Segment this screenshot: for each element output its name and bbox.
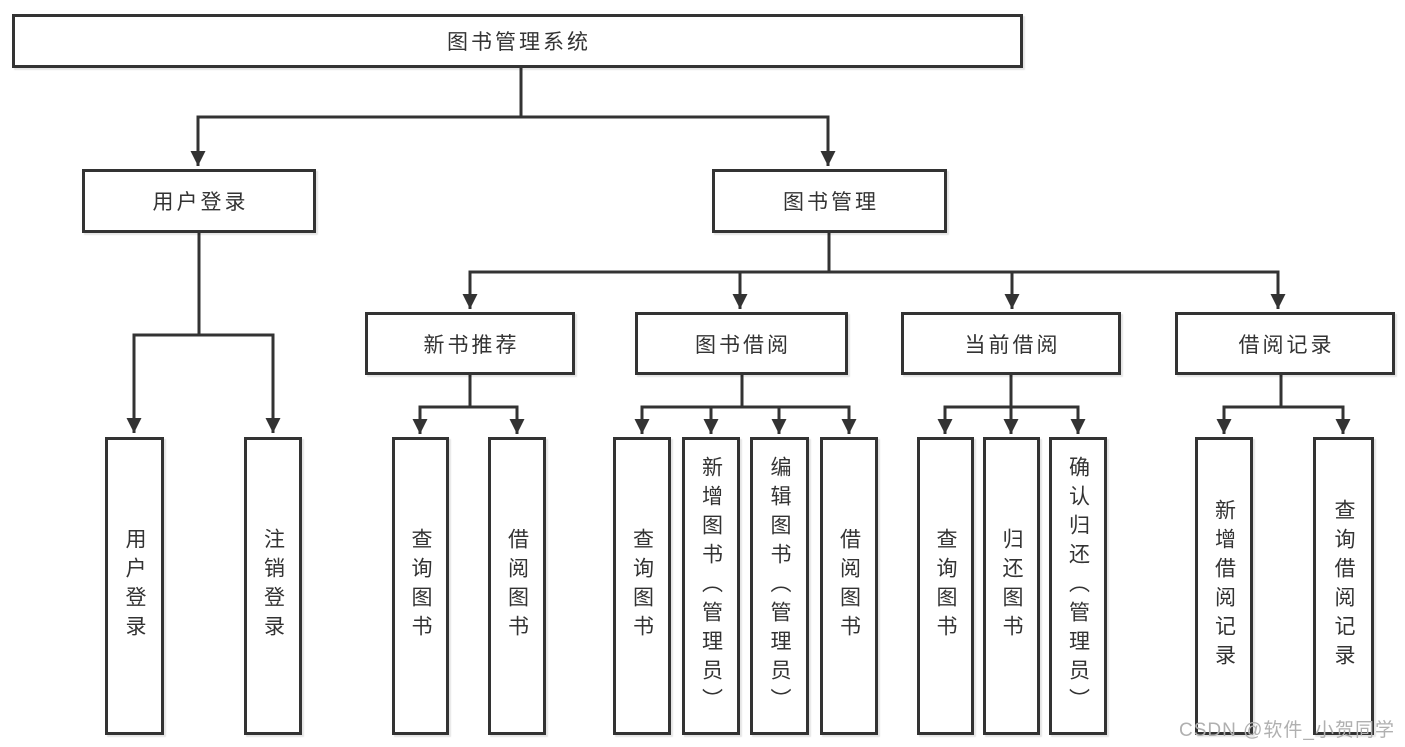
node-borrow-records: 借阅记录 <box>1175 312 1395 375</box>
leaf-rec-query-book: 查询图书 <box>392 437 449 735</box>
leaf-user-login: 用户登录 <box>105 437 164 735</box>
leaf-cb-confirm-return-admin-label: 确认归还（管理员） <box>1066 455 1090 717</box>
edge-bookmgmt-to-level3 <box>462 233 1286 309</box>
leaf-bb-query-book-label: 查询图书 <box>630 528 654 644</box>
node-current-borrow-label: 当前借阅 <box>964 333 1061 357</box>
node-new-book-recommend-label: 新书推荐 <box>423 333 520 357</box>
node-book-management-label: 图书管理 <box>783 191 879 214</box>
edge-borrowrecords-to-leaves <box>1216 375 1351 434</box>
leaf-rec-borrow-book: 借阅图书 <box>488 437 546 735</box>
leaf-cb-query-book-label: 查询图书 <box>934 528 957 644</box>
leaf-logout-label: 注销登录 <box>261 528 285 644</box>
node-new-book-recommend: 新书推荐 <box>365 312 575 375</box>
leaf-bb-add-book-admin-label: 新增图书（管理员） <box>699 455 723 717</box>
leaf-bb-borrow-book-label: 借阅图书 <box>837 528 861 644</box>
leaf-rec-borrow-book-label: 借阅图书 <box>505 528 529 644</box>
edge-newbookrec-to-leaves <box>412 375 525 434</box>
node-current-borrow: 当前借阅 <box>901 312 1121 375</box>
node-book-management: 图书管理 <box>712 169 947 233</box>
node-root-system: 图书管理系统 <box>12 14 1023 68</box>
edge-root-to-level2 <box>190 67 836 166</box>
leaf-bb-query-book: 查询图书 <box>613 437 671 735</box>
node-book-borrow: 图书借阅 <box>635 312 848 375</box>
node-borrow-records-label: 借阅记录 <box>1238 333 1335 357</box>
leaf-bb-add-book-admin: 新增图书（管理员） <box>682 437 740 735</box>
leaf-cb-return-book-label: 归还图书 <box>1000 528 1023 644</box>
leaf-br-add-record: 新增借阅记录 <box>1195 437 1253 735</box>
node-user-login-label: 用户登录 <box>152 191 249 214</box>
edge-currentborrow-to-leaves <box>937 375 1086 434</box>
leaf-bb-borrow-book: 借阅图书 <box>820 437 878 735</box>
leaf-logout: 注销登录 <box>244 437 302 735</box>
leaf-br-query-record: 查询借阅记录 <box>1313 437 1374 735</box>
node-user-login: 用户登录 <box>82 169 316 233</box>
edge-bookborrow-to-leaves <box>634 375 857 434</box>
leaf-bb-edit-book-admin-label: 编辑图书（管理员） <box>768 455 791 717</box>
leaf-br-query-record-label: 查询借阅记录 <box>1332 499 1355 673</box>
node-book-borrow-label: 图书借阅 <box>695 333 791 357</box>
edge-userlogin-to-leaves <box>126 233 281 433</box>
leaf-br-add-record-label: 新增借阅记录 <box>1212 499 1236 673</box>
leaf-rec-query-book-label: 查询图书 <box>409 528 432 644</box>
leaf-cb-confirm-return-admin: 确认归还（管理员） <box>1049 437 1107 735</box>
leaf-bb-edit-book-admin: 编辑图书（管理员） <box>750 437 809 735</box>
leaf-cb-query-book: 查询图书 <box>917 437 974 735</box>
csdn-watermark: CSDN @软件_小贺同学 <box>1179 720 1395 741</box>
leaf-cb-return-book: 归还图书 <box>983 437 1040 735</box>
leaf-user-login-label: 用户登录 <box>123 528 146 644</box>
node-root-system-label: 图书管理系统 <box>447 31 591 54</box>
